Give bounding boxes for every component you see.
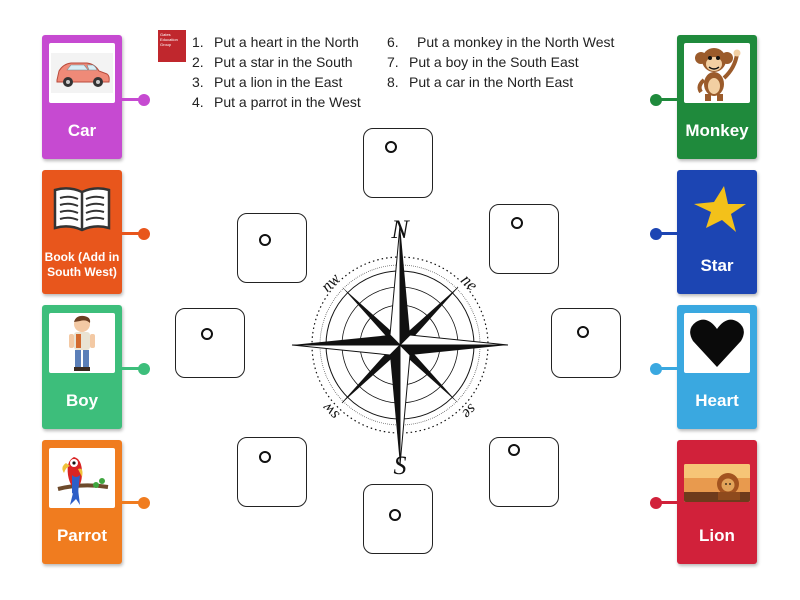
card-book[interactable]: Book (Add in South West): [42, 170, 122, 294]
compass-label-north: N: [390, 215, 410, 244]
heart-icon: [684, 313, 750, 373]
instruction-item: 7.Put a boy in the South East: [387, 54, 579, 70]
drop-zone-south-west[interactable]: [237, 437, 307, 507]
drop-anchor[interactable]: [259, 451, 271, 463]
compass-label-nw: nw: [318, 270, 343, 295]
book-icon: [49, 178, 115, 238]
card-label: Boy: [65, 391, 99, 410]
drop-zone-east[interactable]: [551, 308, 621, 378]
card-label: Heart: [695, 391, 739, 410]
instruction-item: 6.Put a monkey in the North West: [387, 34, 615, 50]
compass-label-south: S: [394, 451, 407, 480]
drop-anchor[interactable]: [577, 326, 589, 338]
instruction-item: 8.Put a car in the North East: [387, 74, 574, 90]
card-car[interactable]: Car: [42, 35, 122, 159]
drop-anchor[interactable]: [511, 217, 523, 229]
drop-anchor[interactable]: [201, 328, 213, 340]
card-parrot[interactable]: Parrot: [42, 440, 122, 564]
instruction-item: 4.Put a parrot in the West: [192, 94, 361, 110]
compass-label-sw: sw: [319, 399, 343, 423]
card-label: Car: [67, 121, 97, 140]
instruction-item: 3.Put a lion in the East: [192, 74, 343, 90]
instruction-list-right: 6.Put a monkey in the North West 7.Put a…: [387, 32, 614, 92]
compass-label-se: se: [458, 400, 479, 421]
drop-anchor[interactable]: [385, 141, 397, 153]
drop-zone-south[interactable]: [363, 484, 433, 554]
car-icon: [49, 43, 115, 103]
drop-zone-north[interactable]: [363, 128, 433, 198]
card-boy[interactable]: Boy: [42, 305, 122, 429]
card-label: Monkey: [685, 121, 749, 140]
card-label: Parrot: [56, 526, 108, 545]
instruction-list-left: 1.Put a heart in the North 2.Put a star …: [192, 32, 361, 112]
compass-label-ne: ne: [458, 271, 481, 294]
drop-anchor[interactable]: [259, 234, 271, 246]
card-heart[interactable]: Heart: [677, 305, 757, 429]
lion-icon: [684, 464, 750, 502]
drop-zone-west[interactable]: [175, 308, 245, 378]
parrot-icon: [49, 448, 115, 508]
drop-anchor[interactable]: [389, 509, 401, 521]
compass-rose: N S E W nw ne sw se: [291, 215, 509, 480]
card-monkey[interactable]: Monkey: [677, 35, 757, 159]
monkey-icon: [684, 43, 750, 103]
drop-zone-south-east[interactable]: [489, 437, 559, 507]
gates-education-logo: Gates Education Group: [158, 30, 186, 62]
card-lion[interactable]: Lion: [677, 440, 757, 564]
star-icon: [684, 178, 750, 238]
drop-zone-north-west[interactable]: [237, 213, 307, 283]
instruction-item: 1.Put a heart in the North: [192, 34, 359, 50]
drop-anchor[interactable]: [508, 444, 520, 456]
card-label: Lion: [699, 526, 735, 545]
boy-icon: [49, 313, 115, 373]
drop-zone-north-east[interactable]: [489, 204, 559, 274]
card-star[interactable]: Star: [677, 170, 757, 294]
instruction-item: 2.Put a star in the South: [192, 54, 353, 70]
card-label: Book (Add in South West): [44, 250, 120, 279]
card-label: Star: [700, 256, 734, 275]
logo-text: Gates Education Group: [160, 32, 178, 47]
